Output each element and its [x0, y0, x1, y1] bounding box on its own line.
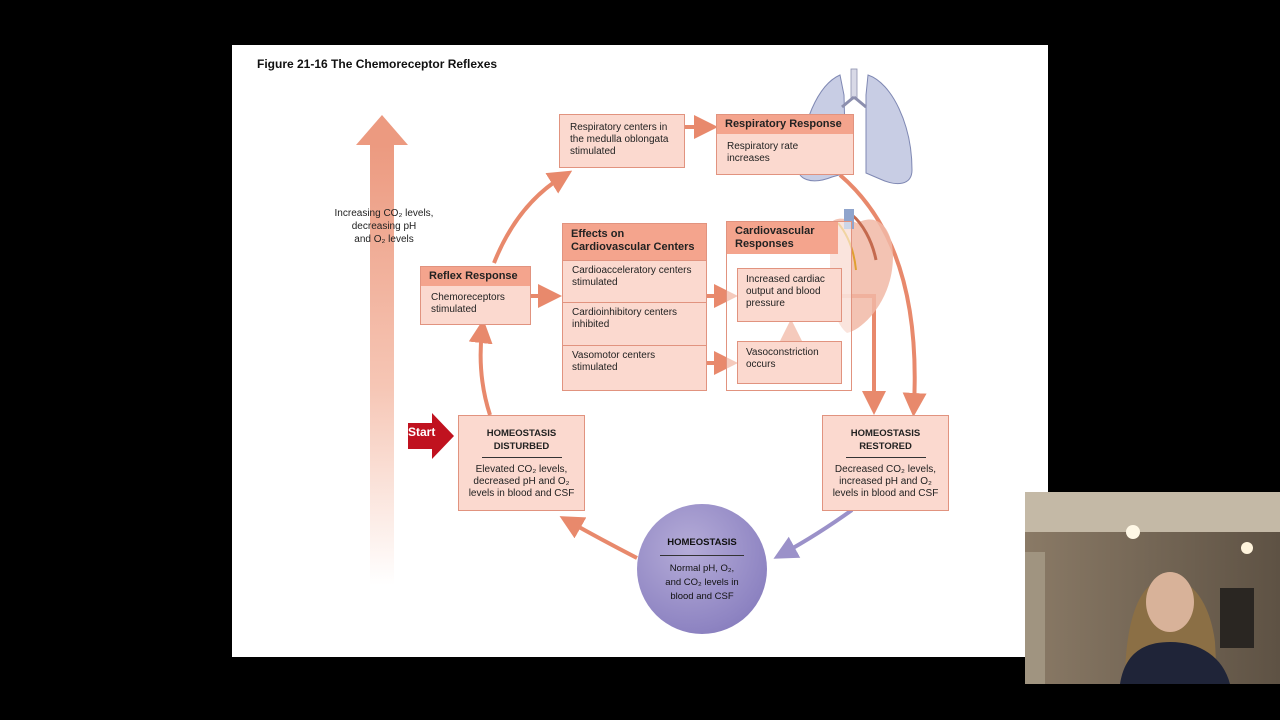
homeostasis-line3: blood and CSF [670, 591, 734, 602]
disturbed-divider [481, 457, 562, 458]
side-label-line2: decreasing pH [351, 221, 417, 232]
vasoconstriction-box: Vasoconstriction occurs [737, 341, 842, 384]
disturbed-header: HOMEOSTASIS DISTURBED [465, 427, 578, 453]
restored-header-line1: HOMEOSTASIS [850, 428, 921, 439]
arrow-reflex-to-respiratory [492, 170, 573, 264]
arrow-respiratory-to-restored [838, 173, 927, 417]
restored-line1: Decreased CO₂ levels, [834, 464, 937, 475]
cardiac-output-text: Increased cardiac output and blood press… [746, 274, 825, 309]
reflex-response-header: Reflex Response [421, 267, 530, 286]
respiratory-centers-box: Respiratory centers in the medulla oblon… [559, 114, 685, 168]
disturbed-line2: decreased pH and O₂ [473, 476, 570, 487]
homeostasis-divider [660, 555, 744, 556]
restored-divider [845, 457, 926, 458]
reflex-response-text: Chemoreceptors stimulated [431, 292, 505, 315]
homeostasis-header: HOMEOSTASIS [667, 537, 737, 548]
restored-header: HOMEOSTASIS RESTORED [829, 427, 942, 453]
slide: Figure 21-16 The Chemoreceptor Reflexes … [232, 45, 1048, 657]
restored-line3: levels in blood and CSF [832, 488, 939, 499]
respiratory-response-text: Respiratory rate increases [727, 141, 799, 164]
arrow-homeostasis-to-disturbed [559, 516, 638, 560]
disturbed-line1: Elevated CO₂ levels, [475, 464, 568, 475]
homeostasis-line1: Normal pH, O₂, [669, 563, 735, 574]
webcam-scene [1025, 492, 1280, 684]
side-label-line1: Increasing CO₂ levels, [334, 208, 434, 219]
disturbed-line3: levels in blood and CSF [468, 488, 575, 499]
side-label: Increasing CO₂ levels, decreasing pH and… [314, 207, 454, 246]
cardio-centers-header: Effects on Cardiovascular Centers [563, 224, 706, 260]
start-label: Start [408, 425, 436, 439]
disturbed-header-line1: HOMEOSTASIS [486, 428, 557, 439]
cardio-item: Vasomotor centers stimulated [563, 345, 706, 390]
cardio-centers-box: Effects on Cardiovascular Centers Cardio… [562, 223, 707, 391]
cardio-item: Cardioacceleratory centers stimulated [563, 260, 706, 302]
restored-line2: increased pH and O₂ [839, 476, 932, 487]
respiratory-response-box: Respiratory Response Respiratory rate in… [716, 114, 854, 175]
homeostasis-restored-box: HOMEOSTASIS RESTORED Decreased CO₂ level… [822, 415, 949, 511]
figure-title: Figure 21-16 The Chemoreceptor Reflexes [257, 57, 498, 71]
cardiac-output-box: Increased cardiac output and blood press… [737, 268, 842, 322]
vasoconstriction-text: Vasoconstriction occurs [746, 347, 819, 370]
arrow-disturbed-to-reflex [468, 319, 493, 416]
start-arrow [408, 413, 454, 459]
cardio-responses-header: Cardiovascular Responses [727, 222, 838, 254]
reflex-response-box: Reflex Response Chemoreceptors stimulate… [420, 266, 531, 325]
respiratory-centers-text: Respiratory centers in the medulla oblon… [570, 122, 669, 157]
cardio-item: Cardioinhibitory centers inhibited [563, 302, 706, 345]
restored-header-line2: RESTORED [859, 441, 912, 452]
homeostasis-line2: and CO₂ levels in [665, 577, 739, 588]
webcam-video [1025, 492, 1280, 684]
arrow-restored-to-homeostasis [773, 508, 854, 559]
homeostasis-disturbed-box: HOMEOSTASIS DISTURBED Elevated CO₂ level… [458, 415, 585, 511]
increasing-co2-arrow [356, 115, 408, 585]
disturbed-header-line2: DISTURBED [493, 441, 550, 452]
side-label-line3: and O₂ levels [354, 234, 414, 245]
homeostasis-circle: HOMEOSTASIS Normal pH, O₂, and CO₂ level… [637, 504, 767, 634]
cardio-responses-box: Cardiovascular Responses Increased cardi… [726, 221, 852, 391]
respiratory-response-header: Respiratory Response [717, 115, 853, 134]
